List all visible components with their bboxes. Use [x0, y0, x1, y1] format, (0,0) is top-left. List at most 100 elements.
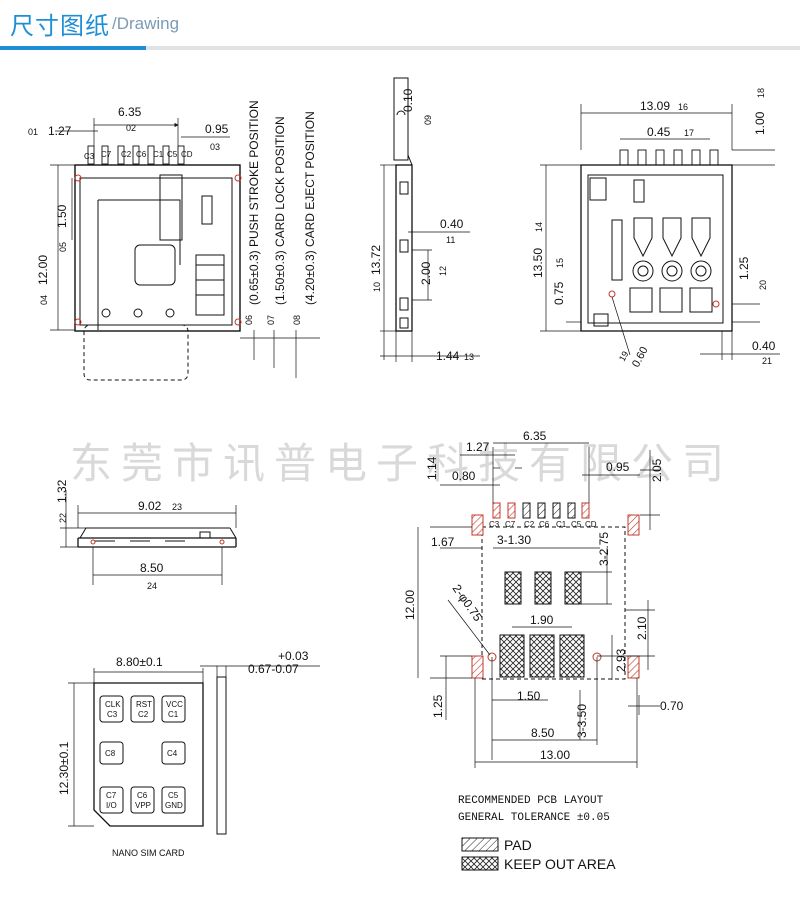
dim-label: 0.95 — [205, 122, 229, 136]
card-thickness-tol: +0.03 — [278, 649, 309, 663]
dim-label: 1.00 — [753, 111, 767, 135]
contact-label: C6 — [136, 150, 147, 159]
nano-sim-card — [68, 665, 320, 835]
header-rule — [0, 46, 800, 50]
contact-label: C3 — [84, 152, 95, 161]
position-label: (0.65±0.3) PUSH STROKE POSITION — [247, 100, 261, 305]
bottom-view — [540, 104, 780, 360]
card-contact-label: C5 — [168, 791, 179, 800]
nano-sim-labels: 8.80±0.1 12.30±0.1 +0.03 0.67-0.07 NANO … — [57, 649, 309, 858]
dim-callout: 22 — [58, 513, 68, 523]
dim-callout: 19 — [617, 349, 631, 363]
pcb-dim-label: 2.05 — [650, 458, 664, 482]
dim-label: 1.32 — [55, 479, 69, 503]
card-contact-label: C4 — [167, 749, 178, 758]
pcb-dim-label: 2.93 — [614, 648, 628, 672]
pcb-dim-label: 1.27 — [466, 440, 490, 454]
pcb-dim-label: 0.70 — [660, 699, 684, 713]
page-header: 尺寸图纸 /Drawing — [0, 0, 800, 50]
dim-label: 0.75 — [552, 281, 566, 305]
pcb-dim-label: 1.50 — [517, 689, 541, 703]
pcb-dim-label: 8.50 — [531, 726, 555, 740]
card-contact-label: CLK — [105, 700, 121, 709]
front-view — [60, 490, 237, 585]
legend-keepout-label: KEEP OUT AREA — [504, 856, 616, 872]
position-label: (4.20±0.3) CARD EJECT POSITION — [303, 111, 317, 305]
card-contact-label: VPP — [135, 801, 151, 810]
dim-label: 6.35 — [118, 105, 142, 119]
legend-keepout-swatch — [461, 856, 499, 871]
dim-callout: 16 — [678, 102, 688, 112]
dim-callout: 04 — [39, 295, 49, 305]
pcb-dim-label: 13.00 — [540, 748, 570, 762]
card-height: 12.30±0.1 — [57, 741, 71, 795]
front-view-labels: 1.32 22 9.02 23 8.50 24 — [55, 479, 182, 591]
position-label: (1.50±0.3) CARD LOCK POSITION — [273, 116, 287, 305]
pcb-dim-label: 0.80 — [452, 469, 476, 483]
side-view-labels: 0.10 09 13.72 10 0.40 11 2.00 12 1.44 13 — [369, 88, 474, 363]
card-width: 8.80±0.1 — [116, 655, 163, 669]
card-contact-label: C2 — [138, 710, 149, 719]
pcb-dim-label: 1.90 — [530, 613, 554, 627]
pcb-contact-label: C5 — [571, 520, 582, 529]
pcb-legend: PAD KEEP OUT AREA — [461, 837, 616, 872]
pcb-dim-label: 3-2.75 — [597, 532, 611, 566]
pcb-dim-label: 3-1.30 — [497, 533, 531, 547]
pcb-contact-label: C6 — [539, 520, 550, 529]
dim-callout: 11 — [446, 235, 455, 245]
card-contact-label: C3 — [107, 710, 118, 719]
dim-callout: 03 — [210, 142, 220, 152]
pcb-dim-label: 3-3.50 — [575, 704, 589, 738]
card-contact-label: C1 — [168, 710, 179, 719]
legend-pad-label: PAD — [504, 837, 532, 853]
dim-label: 0.60 — [630, 345, 651, 370]
dim-callout: 18 — [756, 88, 766, 98]
dim-label: 1.27 — [48, 124, 72, 138]
dim-callout: 15 — [555, 258, 565, 268]
contact-label: C1 — [153, 150, 164, 159]
dim-callout: 12 — [438, 266, 448, 276]
contact-label: CD — [181, 150, 193, 159]
pcb-contact-label: CD — [585, 520, 597, 529]
card-contact-label: C6 — [137, 791, 148, 800]
dim-label: 0.45 — [647, 125, 671, 139]
pcb-contact-label: C2 — [524, 520, 535, 529]
card-contact-label: VCC — [166, 700, 183, 709]
pcb-dim-label: 12.00 — [403, 590, 417, 620]
dim-callout: 24 — [147, 581, 157, 591]
dim-callout: 05 — [58, 242, 68, 252]
dim-label: 12.00 — [36, 255, 50, 285]
pcb-dim-label: 2.10 — [635, 616, 649, 640]
position-callout: 07 — [266, 315, 276, 325]
card-contact-label: GND — [165, 801, 183, 810]
top-view — [50, 118, 320, 381]
card-caption: NANO SIM CARD — [112, 848, 185, 858]
dim-callout: 02 — [126, 123, 136, 133]
pcb-note: RECOMMENDED PCB LAYOUT — [458, 795, 604, 807]
pcb-dim-label: 0.95 — [606, 460, 630, 474]
top-view-labels: 6.35 02 01 1.27 0.95 03 12.00 04 1.50 05… — [28, 100, 317, 325]
dim-label: 13.50 — [531, 248, 545, 278]
dim-label: 2.00 — [419, 261, 433, 285]
card-contact-label: RST — [136, 700, 152, 709]
pcb-contact-label: C7 — [505, 520, 516, 529]
dim-label: 8.50 — [140, 561, 164, 575]
card-contact-label: C7 — [106, 791, 117, 800]
pcb-layout — [417, 442, 660, 768]
dim-label: 9.02 — [138, 499, 162, 513]
pcb-dim-label: 1.14 — [425, 456, 439, 480]
dim-label: 0.40 — [440, 217, 464, 231]
dim-label: 13.72 — [369, 245, 383, 275]
side-view — [380, 77, 480, 362]
dim-label: 13.09 — [640, 99, 670, 113]
header-title-cn: 尺寸图纸 — [10, 12, 110, 40]
card-thickness: 0.67-0.07 — [248, 662, 299, 676]
dim-callout: 01 — [28, 127, 38, 137]
pcb-note: GENERAL TOLERANCE ±0.05 — [458, 812, 610, 824]
dim-callout: 20 — [758, 280, 768, 290]
contact-label: C2 — [121, 150, 132, 159]
legend-pad-swatch — [461, 837, 499, 852]
contact-label: C5 — [167, 150, 178, 159]
watermark-text: 东莞市讯普电子科技有限公司 — [70, 439, 733, 488]
